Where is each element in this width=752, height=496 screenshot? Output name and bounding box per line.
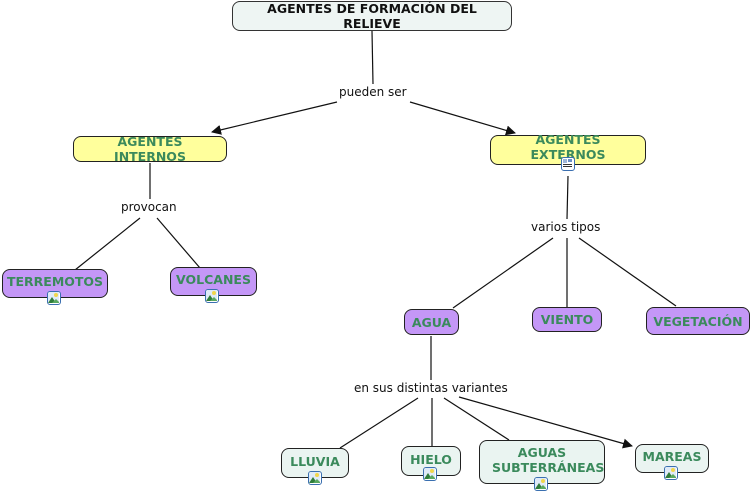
concept-root[interactable]: AGENTES DE FORMACIÓN DEL RELIEVE [232,1,512,31]
concept-volcanes-label: VOLCANES [176,272,251,287]
image-icon[interactable] [423,467,437,481]
link-phrase-provocan: provocan [119,200,179,214]
image-icon[interactable] [205,289,219,303]
line-variantes-to-lluvia [339,397,419,449]
arrow-to-mareas [458,396,633,449]
concept-terremotos-label: TERREMOTOS [6,274,104,289]
concept-viento-label: VIENTO [540,312,594,327]
arrow-to-externos [409,101,516,136]
concept-agua-label: AGUA [411,314,452,330]
line-provocan-to-terremotos [74,217,141,271]
image-icon[interactable] [664,466,678,480]
concept-agentes-externos[interactable]: AGENTES EXTERNOS [490,132,646,165]
arrow-to-internos [211,101,338,135]
link-phrase-variantes: en sus distintas variantes [352,381,510,395]
concept-agentes-internos[interactable]: AGENTES INTERNOS [73,134,227,164]
line-varios-to-vegetacion [578,237,677,307]
image-icon[interactable] [308,471,322,485]
link-phrase-varios-tipos: varios tipos [529,220,603,234]
concept-vegetacion-label: VEGETACIÓN [653,313,743,329]
line-provocan-to-volcanes [156,217,201,269]
line-varios-to-agua [452,237,554,309]
image-icon[interactable] [534,477,548,491]
concept-vegetacion[interactable]: VEGETACIÓN [646,307,750,335]
concept-agentes-externos-label: AGENTES EXTERNOS [530,132,606,162]
concept-agua[interactable]: AGUA [404,309,459,335]
image-icon[interactable] [47,291,61,305]
concept-hielo-label: HIELO [410,451,452,467]
concept-aguas-subterraneas[interactable]: AGUAS SUBTERRÁNEAS [479,440,605,484]
concept-lluvia-label: LLUVIA [290,453,340,469]
line-root-to-pueden-ser [371,30,374,85]
line-externos-to-varios [566,175,569,220]
concept-root-label: AGENTES DE FORMACIÓN DEL RELIEVE [267,1,477,31]
concept-mareas-label: MAREAS [642,449,702,464]
concept-aguas-subterraneas-label: AGUAS SUBTERRÁNEAS [492,445,605,475]
concept-volcanes[interactable]: VOLCANES [170,267,257,296]
line-variantes-to-subterraneas [443,397,510,441]
document-icon[interactable] [561,157,575,171]
concept-viento[interactable]: VIENTO [532,307,602,332]
link-phrase-pueden-ser: pueden ser [337,85,409,99]
concept-agentes-internos-label: AGENTES INTERNOS [114,134,186,164]
concept-terremotos[interactable]: TERREMOTOS [2,269,108,298]
